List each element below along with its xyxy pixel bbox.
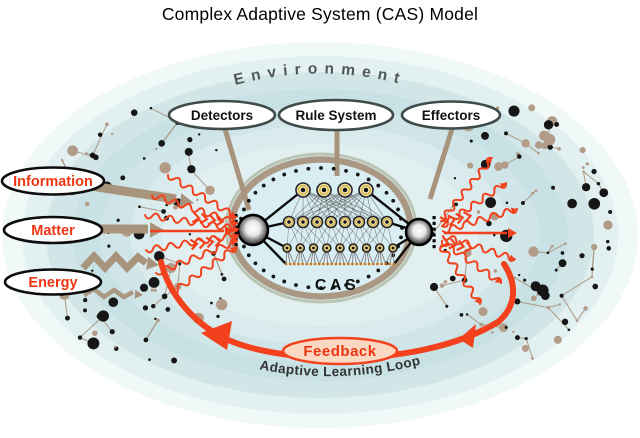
rule-system-label: Rule System bbox=[295, 108, 376, 123]
energy-label: Energy bbox=[28, 275, 77, 291]
information-label: Information bbox=[13, 174, 93, 190]
matter-input: Matter bbox=[4, 217, 102, 243]
information-input: Information bbox=[2, 168, 104, 195]
matter-label: Matter bbox=[31, 223, 75, 239]
cas-label: CAS bbox=[315, 277, 359, 294]
detectors-callout: Detectors bbox=[169, 101, 275, 129]
detectors-label: Detectors bbox=[191, 108, 253, 123]
feedback-callout: Feedback bbox=[283, 338, 397, 364]
feedback-label: Feedback bbox=[303, 343, 376, 360]
effectors-callout: Effectors bbox=[402, 102, 500, 129]
effectors-label: Effectors bbox=[422, 108, 481, 123]
energy-input: Energy bbox=[5, 270, 101, 295]
rule-system-callout: Rule System bbox=[279, 100, 393, 130]
